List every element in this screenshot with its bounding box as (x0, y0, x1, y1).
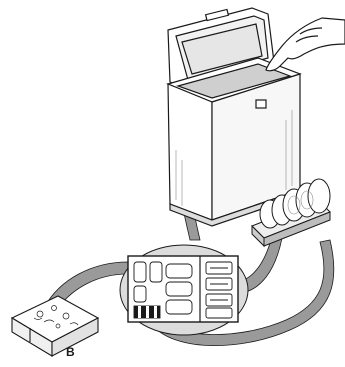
food-trays-icon (205, 261, 233, 319)
freezer-lock (255, 99, 267, 109)
hand-icon (265, 17, 345, 72)
freezer-layout-detail (119, 244, 249, 336)
ice-pack-box-icon (10, 295, 100, 357)
callout-label-b: B (66, 345, 75, 359)
food-bags-icon (133, 261, 193, 319)
freezer-opening (175, 63, 292, 99)
plate-rack-tray-icon (251, 178, 331, 248)
chest-freezer-icon (166, 7, 302, 227)
ribbon-bottom-loop (149, 239, 335, 347)
freezer-front (167, 83, 213, 221)
lid-handle (204, 8, 230, 22)
